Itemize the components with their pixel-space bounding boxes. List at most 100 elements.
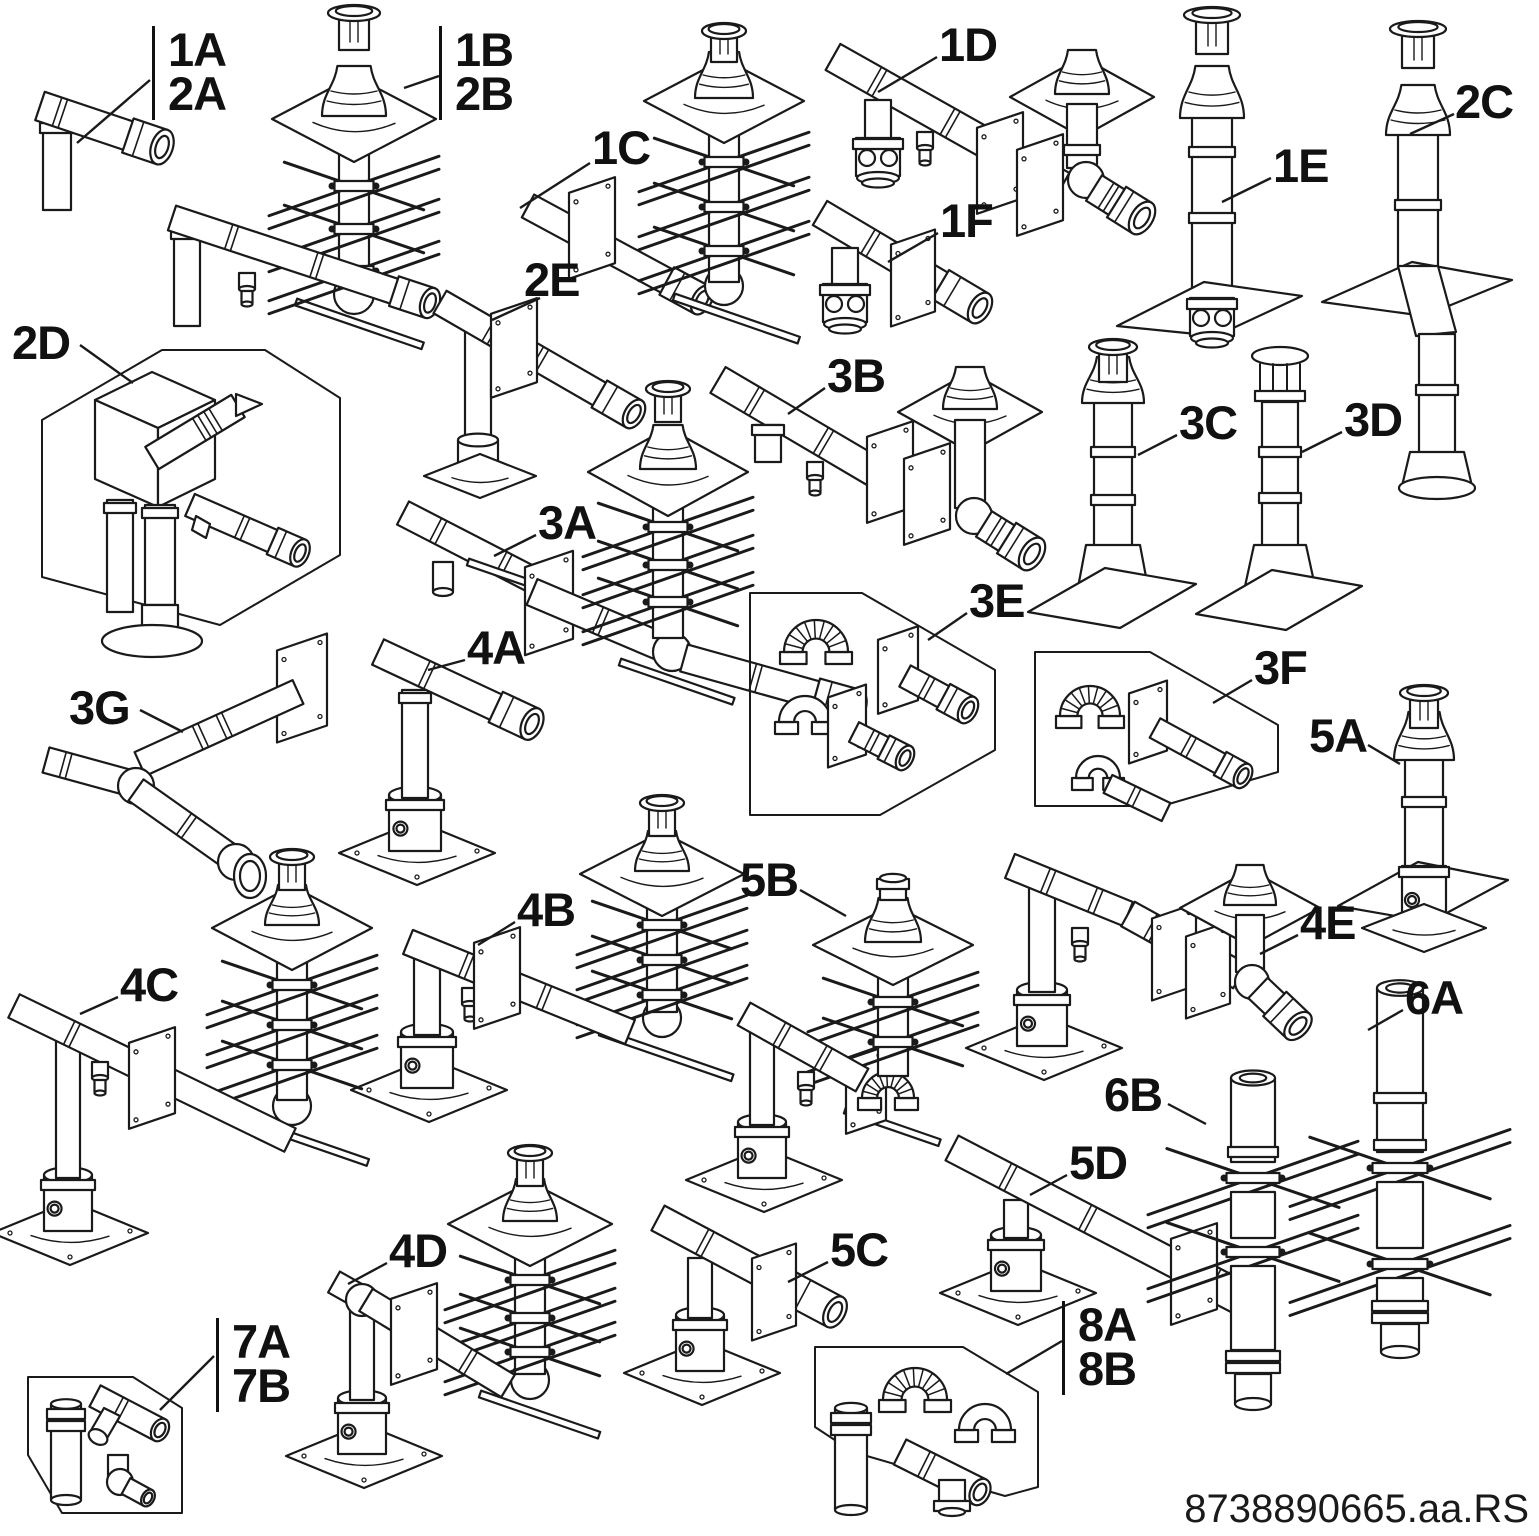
callout-3a: 3A [538,496,597,549]
assembly-1e [1115,5,1304,349]
callout-label: 3B [827,349,886,402]
assembly-3f [1034,651,1279,823]
assembly-6a [1288,979,1512,1360]
callout-label: 6B [1104,1068,1163,1121]
leader-line-4d [347,1261,388,1286]
callout-label: 3A [538,496,597,549]
callout-1c: 1C [592,121,651,174]
callout-3f: 3F [1254,644,1308,691]
callout-2e: 2E [524,253,580,306]
callout-1e: 1E [1273,139,1329,192]
callout-label: 4A [467,621,526,674]
leader-line-1b-2b [403,74,440,90]
leader-line-1a-2a [76,79,151,144]
callout-4e: 4E [1300,896,1356,949]
leader-line-6b [1167,1102,1207,1126]
leader-line-4b [477,920,516,947]
callout-label: 4C [120,958,179,1011]
leader-line-8a-8b [1005,1339,1063,1376]
assembly-3g [41,632,329,900]
callout-label: 2A [168,67,227,120]
callout-4d: 4D [389,1224,448,1277]
callout-label: 1B [455,23,514,76]
assembly-8a-8b [814,1346,1039,1518]
leader-line-1f [887,231,939,264]
leader-line-7a-7b [159,1355,215,1411]
leader-line-3b [787,387,826,415]
callout-6b: 6B [1104,1068,1163,1121]
leader-line-5c [787,1260,829,1284]
leader-line-3f [1212,678,1253,705]
callout-3d: 3D [1344,393,1403,446]
callout-label: 5A [1309,709,1368,762]
callout-label: 4E [1300,896,1356,949]
leader-line-1c [519,161,591,210]
leader-line-5a [1367,743,1401,766]
callout-label: 8B [1078,1342,1137,1395]
assembly-3e [749,592,996,816]
callout-2d: 2D [12,316,71,369]
callout-label: 2E [524,253,580,306]
leader-line-3a [493,533,537,558]
assembly-1d [824,42,1157,237]
callout-label: 5D [1069,1136,1128,1189]
callout-3b: 3B [827,349,886,402]
assembly-6b [1146,1069,1360,1412]
callout-5c: 5C [830,1223,889,1276]
callout-label: 2D [12,316,71,369]
callout-label: 1C [592,121,651,174]
callout-1d: 1D [939,18,998,71]
callout-label: 3E [969,574,1025,627]
callout-3c: 3C [1179,399,1238,446]
callout-5b: 5B [740,856,799,903]
leader-line-2c [1409,112,1455,136]
callout-label: 5C [830,1223,889,1276]
callout-leader-lines [76,55,1455,1411]
callout-1f: 1F [940,194,994,247]
callout-4c: 4C [120,958,179,1011]
leader-line-4c [79,995,119,1016]
assembly-4b [349,793,749,1124]
leader-line-6a [1367,1008,1404,1032]
callout-label: 1A [168,23,227,76]
assembly-5b [684,872,980,1214]
callout-3g: 3G [69,681,131,734]
callout-label: 2C [1455,75,1514,128]
callout-label: 2B [455,67,514,120]
callout-4a: 4A [467,621,526,674]
leader-line-2d [79,344,134,384]
callout-label: 8A [1078,1298,1137,1351]
assembly-3d [1194,345,1364,632]
callout-label: 3D [1344,393,1403,446]
assembly-5c [622,1204,848,1407]
assembly-4e [964,852,1322,1082]
assembly-4c [0,847,379,1267]
callout-label: 4D [389,1224,448,1277]
callout-label: 1E [1273,139,1329,192]
assembly-2e [422,289,647,500]
callout-5a: 5A [1309,709,1368,762]
callout-label: 7B [232,1359,291,1412]
leader-line-1e [1221,176,1272,204]
leader-line-4e [1259,933,1299,956]
callout-label: 3G [69,681,131,734]
callout-label: 4B [517,883,576,936]
callout-label: 6A [1405,971,1464,1024]
part-number: 8738890665.aa.RS [1184,1487,1529,1531]
leader-line-3c [1137,433,1178,457]
assembly-3a [395,379,868,724]
callout-3e: 3E [969,574,1025,627]
callout-label: 1D [939,18,998,71]
callout-label: 1F [940,194,994,247]
assembly-7a-7b [27,1376,183,1514]
assembly-4d [284,1143,617,1490]
leader-line-3g [139,708,184,734]
leader-line-3e [927,612,968,641]
assembly-3c [1026,337,1198,630]
leader-line-2e [491,296,541,322]
